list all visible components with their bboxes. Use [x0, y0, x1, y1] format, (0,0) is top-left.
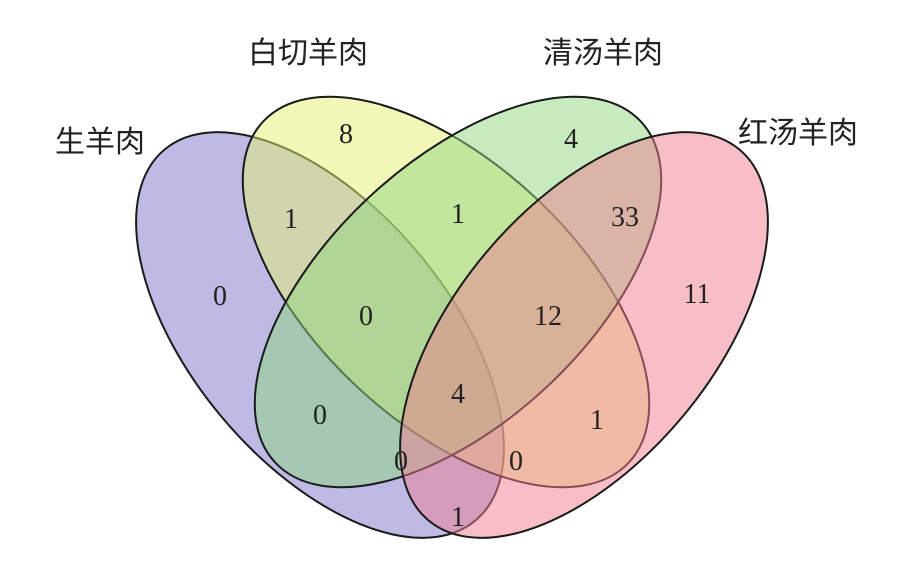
region-counts: 0 8 4 11 1 1 33 0 12 0 4 1 0 0 1	[213, 119, 710, 533]
count-only-raw: 0	[213, 281, 227, 312]
count-raw-clear-soup: 0	[313, 400, 327, 431]
count-clear-soup-red-soup: 33	[611, 202, 639, 233]
count-only-white-cut: 8	[339, 119, 353, 150]
count-raw-clear-soup-red-soup: 0	[509, 446, 523, 477]
ellipse-red-soup-lamb	[399, 131, 769, 539]
count-only-red-soup: 11	[684, 279, 711, 310]
count-white-cut-clear-soup: 1	[451, 199, 465, 230]
count-raw-white-cut: 1	[284, 204, 298, 235]
count-raw-white-cut-clear-soup: 0	[359, 301, 373, 332]
set-ellipses	[135, 95, 769, 539]
count-only-clear-soup: 4	[564, 124, 578, 155]
set-labels: 生羊肉 白切羊肉 清汤羊肉 红汤羊肉	[55, 36, 858, 160]
set-label-white-cut-lamb: 白切羊肉	[248, 36, 368, 71]
count-raw-red-soup: 1	[451, 502, 465, 533]
set-label-raw-lamb: 生羊肉	[55, 125, 145, 160]
count-raw-white-cut-red-soup: 0	[394, 446, 408, 477]
count-white-cut-clear-soup-red-soup: 12	[534, 301, 562, 332]
count-all-four: 4	[451, 379, 465, 410]
count-white-cut-red-soup: 1	[590, 405, 604, 436]
set-label-clear-soup-lamb: 清汤羊肉	[543, 36, 663, 71]
set-label-red-soup-lamb: 红汤羊肉	[738, 116, 858, 151]
